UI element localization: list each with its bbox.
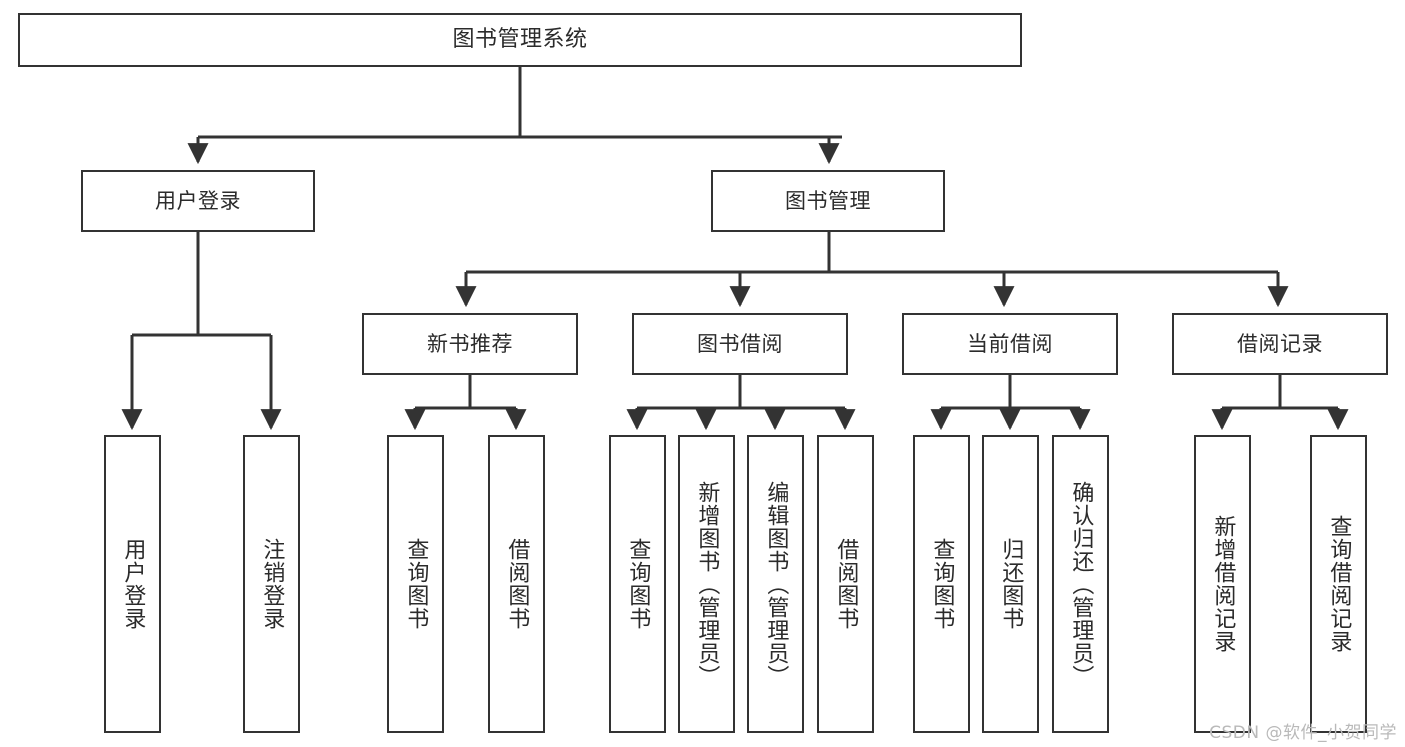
node-leaf-borrow-book-1-label: 借阅图书 xyxy=(504,538,530,630)
node-root[interactable]: 图书管理系统 xyxy=(18,13,1022,67)
node-leaf-edit-book-label: 编辑图书（管理员） xyxy=(763,480,789,688)
node-book-borrow-label: 图书借阅 xyxy=(697,331,783,356)
node-leaf-user-login-label: 用户登录 xyxy=(120,538,146,630)
node-current-borrow-label: 当前借阅 xyxy=(967,331,1053,356)
watermark-text: CSDN @软件_小贺同学 xyxy=(1209,723,1397,743)
node-book-manage[interactable]: 图书管理 xyxy=(711,170,945,232)
node-leaf-query-book-3[interactable]: 查询图书 xyxy=(913,435,970,733)
node-leaf-return-book-label: 归还图书 xyxy=(998,538,1024,630)
node-leaf-query-record-label: 查询借阅记录 xyxy=(1326,515,1352,653)
node-new-book-recommend[interactable]: 新书推荐 xyxy=(362,313,578,375)
node-leaf-return-book[interactable]: 归还图书 xyxy=(982,435,1039,733)
node-leaf-confirm-return[interactable]: 确认归还（管理员） xyxy=(1052,435,1109,733)
node-leaf-query-book-2[interactable]: 查询图书 xyxy=(609,435,666,733)
node-book-manage-label: 图书管理 xyxy=(785,188,871,213)
node-leaf-borrow-book-1[interactable]: 借阅图书 xyxy=(488,435,545,733)
node-leaf-add-record-label: 新增借阅记录 xyxy=(1210,515,1236,653)
node-leaf-query-book-1-label: 查询图书 xyxy=(403,538,429,630)
node-leaf-query-book-2-label: 查询图书 xyxy=(625,538,651,630)
node-leaf-borrow-book-2[interactable]: 借阅图书 xyxy=(817,435,874,733)
node-borrow-record-label: 借阅记录 xyxy=(1237,331,1323,356)
node-leaf-add-book[interactable]: 新增图书（管理员） xyxy=(678,435,735,733)
node-leaf-logout[interactable]: 注销登录 xyxy=(243,435,300,733)
node-new-book-recommend-label: 新书推荐 xyxy=(427,331,513,356)
node-leaf-logout-label: 注销登录 xyxy=(259,538,285,630)
node-leaf-query-record[interactable]: 查询借阅记录 xyxy=(1310,435,1367,733)
node-leaf-add-book-label: 新增图书（管理员） xyxy=(694,480,720,688)
node-root-label: 图书管理系统 xyxy=(452,27,588,53)
node-leaf-confirm-return-label: 确认归还（管理员） xyxy=(1068,480,1094,688)
node-leaf-query-book-1[interactable]: 查询图书 xyxy=(387,435,444,733)
node-leaf-add-record[interactable]: 新增借阅记录 xyxy=(1194,435,1251,733)
node-leaf-user-login[interactable]: 用户登录 xyxy=(104,435,161,733)
node-user-login[interactable]: 用户登录 xyxy=(81,170,315,232)
node-leaf-edit-book[interactable]: 编辑图书（管理员） xyxy=(747,435,804,733)
node-current-borrow[interactable]: 当前借阅 xyxy=(902,313,1118,375)
node-borrow-record[interactable]: 借阅记录 xyxy=(1172,313,1388,375)
node-leaf-query-book-3-label: 查询图书 xyxy=(929,538,955,630)
node-user-login-label: 用户登录 xyxy=(155,188,241,213)
node-leaf-borrow-book-2-label: 借阅图书 xyxy=(833,538,859,630)
node-book-borrow[interactable]: 图书借阅 xyxy=(632,313,848,375)
